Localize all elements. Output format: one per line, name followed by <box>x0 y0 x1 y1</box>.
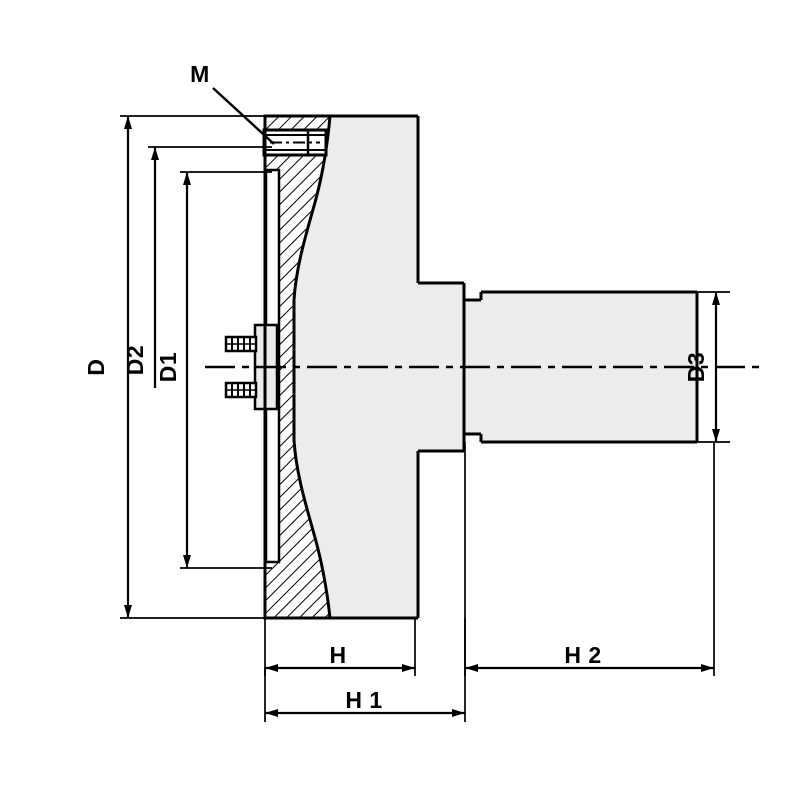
D-arrow-bottom <box>124 605 132 618</box>
dimension-M: M <box>190 61 275 145</box>
section-hatch-web <box>263 114 332 620</box>
dimension-D2: D2 <box>122 146 272 388</box>
M-label: M <box>190 61 210 87</box>
D1-label: D1 <box>155 352 181 382</box>
D1-arrow-bottom <box>183 555 191 568</box>
H2-arrow-right <box>701 664 714 672</box>
D3-arrow-top <box>712 292 720 305</box>
dimension-D: D <box>83 115 268 619</box>
D3-arrow-bottom <box>712 429 720 442</box>
dimension-H1: H 1 <box>264 618 466 722</box>
D2-arrow-top <box>151 147 159 160</box>
H-arrow-right <box>402 664 415 672</box>
D3-label: D3 <box>683 352 709 382</box>
section-cut-group <box>263 114 332 620</box>
dimension-D1: D1 <box>155 171 272 569</box>
H1-arrow-right <box>452 709 465 717</box>
dimension-H: H <box>264 618 416 676</box>
dimension-H2: H 2 <box>464 442 715 676</box>
D-arrow-top <box>124 116 132 129</box>
H-label: H <box>329 642 346 668</box>
H1-arrow-left <box>265 709 278 717</box>
H2-arrow-left <box>465 664 478 672</box>
H1-label: H 1 <box>345 687 382 713</box>
body-outline-group <box>263 114 699 620</box>
dimension-D3: D3 <box>683 291 730 443</box>
threaded-hole-group <box>262 128 328 157</box>
D2-label: D2 <box>122 345 148 375</box>
D-label: D <box>83 358 109 375</box>
H-arrow-left <box>265 664 278 672</box>
H2-label: H 2 <box>564 642 601 668</box>
D1-arrow-top <box>183 172 191 185</box>
